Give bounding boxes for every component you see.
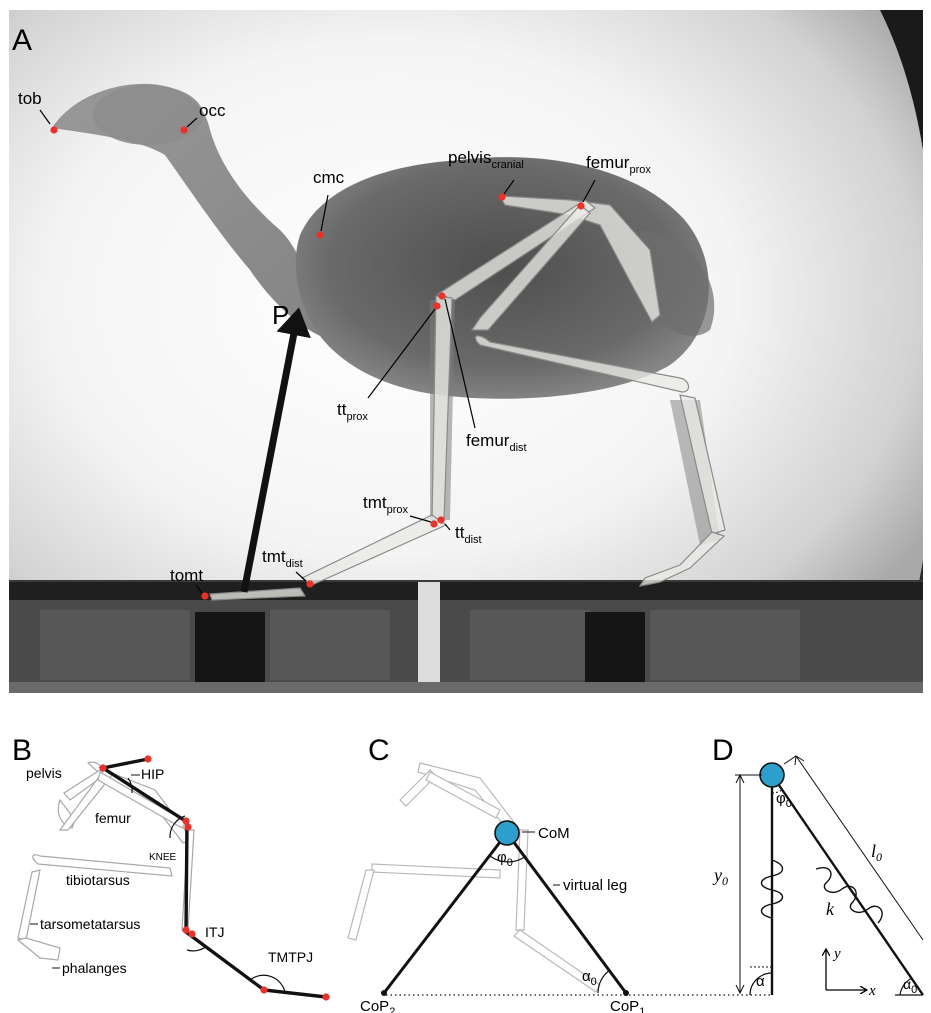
- landmark-occ: [180, 126, 187, 133]
- panel-d-model: [735, 756, 923, 995]
- landmark-tt-dist: [437, 516, 444, 523]
- label-alpha-d: α: [756, 973, 765, 990]
- landmark-femur-dist: [438, 292, 445, 299]
- landmark-tmt-dist: [306, 580, 313, 587]
- label-k: k: [826, 899, 835, 919]
- landmark-femur-prox: [577, 202, 584, 209]
- label-axis-x: x: [868, 983, 876, 999]
- label-tomt: tomt: [170, 566, 203, 585]
- panel-a-label: A: [12, 24, 32, 57]
- com-marker: [495, 821, 519, 845]
- label-cmc: cmc: [313, 168, 345, 187]
- landmark-tomt: [201, 592, 208, 599]
- label-occ: occ: [199, 101, 226, 120]
- label-cop1: CoP1: [610, 998, 645, 1013]
- label-tibiotarsus: tibiotarsus: [66, 872, 130, 888]
- label-y0: y0: [712, 865, 728, 888]
- panel-c-label: C: [368, 734, 390, 767]
- label-knee: KNEE: [149, 852, 177, 863]
- label-l0: l0: [871, 841, 882, 864]
- panel-b-label: B: [12, 734, 32, 767]
- label-tarsometatarsus: tarsometatarsus: [40, 916, 140, 932]
- label-femur: femur: [95, 810, 131, 826]
- label-force-p: P: [272, 300, 289, 330]
- label-phalanges: phalanges: [62, 960, 127, 976]
- landmark-tt-prox: [433, 302, 440, 309]
- landmark-cmc: [316, 231, 323, 238]
- label-phi0-c: φ0: [497, 849, 513, 869]
- landmark-pelvis-cranial: [498, 193, 505, 200]
- label-itj: ITJ: [205, 924, 224, 940]
- label-tob: tob: [18, 89, 42, 108]
- mass-marker: [760, 763, 784, 787]
- label-phi0-d: φ0: [776, 790, 792, 810]
- label-pelvis: pelvis: [26, 765, 62, 781]
- label-virtual-leg: virtual leg: [563, 877, 627, 894]
- panel-d-label: D: [712, 734, 734, 767]
- landmark-tmt-prox: [430, 520, 437, 527]
- label-alpha0-d: α0: [903, 976, 917, 996]
- xray-image: [9, 10, 923, 693]
- label-axis-y: y: [832, 946, 841, 962]
- label-tmtpj: TMTPJ: [268, 949, 313, 965]
- label-com: CoM: [538, 825, 570, 842]
- panel-c-virtual-leg: [381, 821, 629, 996]
- label-cop2: CoP2: [360, 998, 395, 1013]
- label-hip: HIP: [141, 766, 164, 782]
- landmark-tob: [50, 126, 57, 133]
